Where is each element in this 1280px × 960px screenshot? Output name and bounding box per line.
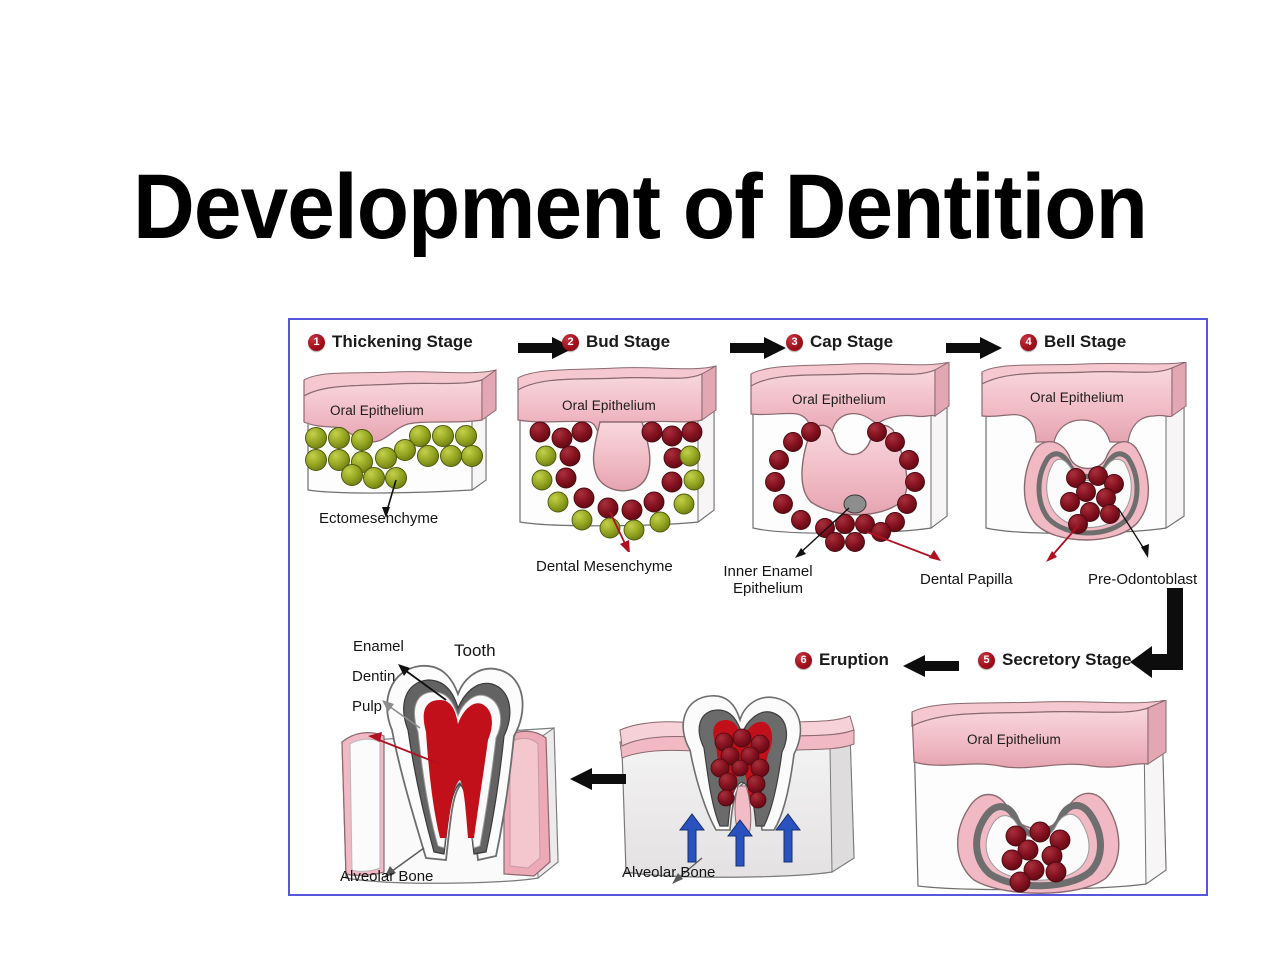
label-alveolar-bone-erupted: Alveolar Bone [340,868,434,885]
label-ectomesenchyme: Ectomesenchyme [319,510,439,527]
stage-header-eruption: 6 Eruption [795,650,889,670]
arrow-right-icon-1 [518,337,574,359]
label-tooth: Tooth [454,641,496,660]
stage-header-secretory: 5 Secretory Stage [978,650,1131,670]
stage-number-badge-2: 2 [562,333,579,351]
panel-erupted-tooth [328,646,574,894]
arrow-corner-down-left-icon [1130,588,1190,678]
stage-number-badge-4: 4 [1020,333,1037,351]
stage-label-5: Secretory Stage [1002,650,1132,669]
label-oral-epithelium-1: Oral Epithelium [330,403,424,418]
stage-header-thickening: 1 Thickening Stage [308,332,473,352]
arrow-right-icon-2 [730,337,786,359]
arrow-left-icon-1 [903,655,959,677]
panel-bud-stage [512,362,734,552]
stage-number-badge-6: 6 [795,651,812,669]
label-pre-odontoblast: Pre-Odontoblast [1088,571,1198,588]
arrow-left-icon-2 [570,768,626,790]
panel-secretory-stage [908,700,1188,894]
label-dentin: Dentin [352,668,396,685]
panel-cap-stage [745,362,967,562]
stage-label-3: Cap Stage [810,332,894,351]
stage-number-badge-3: 3 [786,333,803,351]
stage-header-bud: 2 Bud Stage [562,332,670,352]
stage-label-4: Bell Stage [1044,332,1127,351]
page-title: Development of Dentition [133,156,1148,258]
label-enamel: Enamel [353,638,404,655]
stage-number-badge-1: 1 [308,333,325,351]
stage-number-badge-5: 5 [978,651,995,669]
label-alveolar-bone-eruption: Alveolar Bone [622,864,716,881]
label-dental-mesenchyme: Dental Mesenchyme [536,558,673,575]
stage-header-bell: 4 Bell Stage [1020,332,1126,352]
label-dental-papilla: Dental Papilla [920,571,1013,588]
label-pulp: Pulp [352,698,383,715]
panel-bell-stage [978,362,1202,562]
label-inner-enamel-epithelium: Inner Enamel Epithelium [723,563,813,597]
stage-label-2: Bud Stage [586,332,671,351]
stage-label-6: Eruption [819,650,889,669]
panel-thickening-stage [300,362,510,532]
label-oral-epithelium-3: Oral Epithelium [792,392,886,407]
label-oral-epithelium-5: Oral Epithelium [967,732,1061,747]
tooth-development-figure: 1 Thickening Stage 2 Bud Stage 3 Cap Sta… [288,318,1208,896]
arrow-right-icon-3 [946,337,1002,359]
stage-header-cap: 3 Cap Stage [786,332,893,352]
panel-eruption [618,690,880,890]
label-oral-epithelium-2: Oral Epithelium [562,398,656,413]
label-oral-epithelium-4: Oral Epithelium [1030,390,1124,405]
stage-label-1: Thickening Stage [332,332,473,351]
